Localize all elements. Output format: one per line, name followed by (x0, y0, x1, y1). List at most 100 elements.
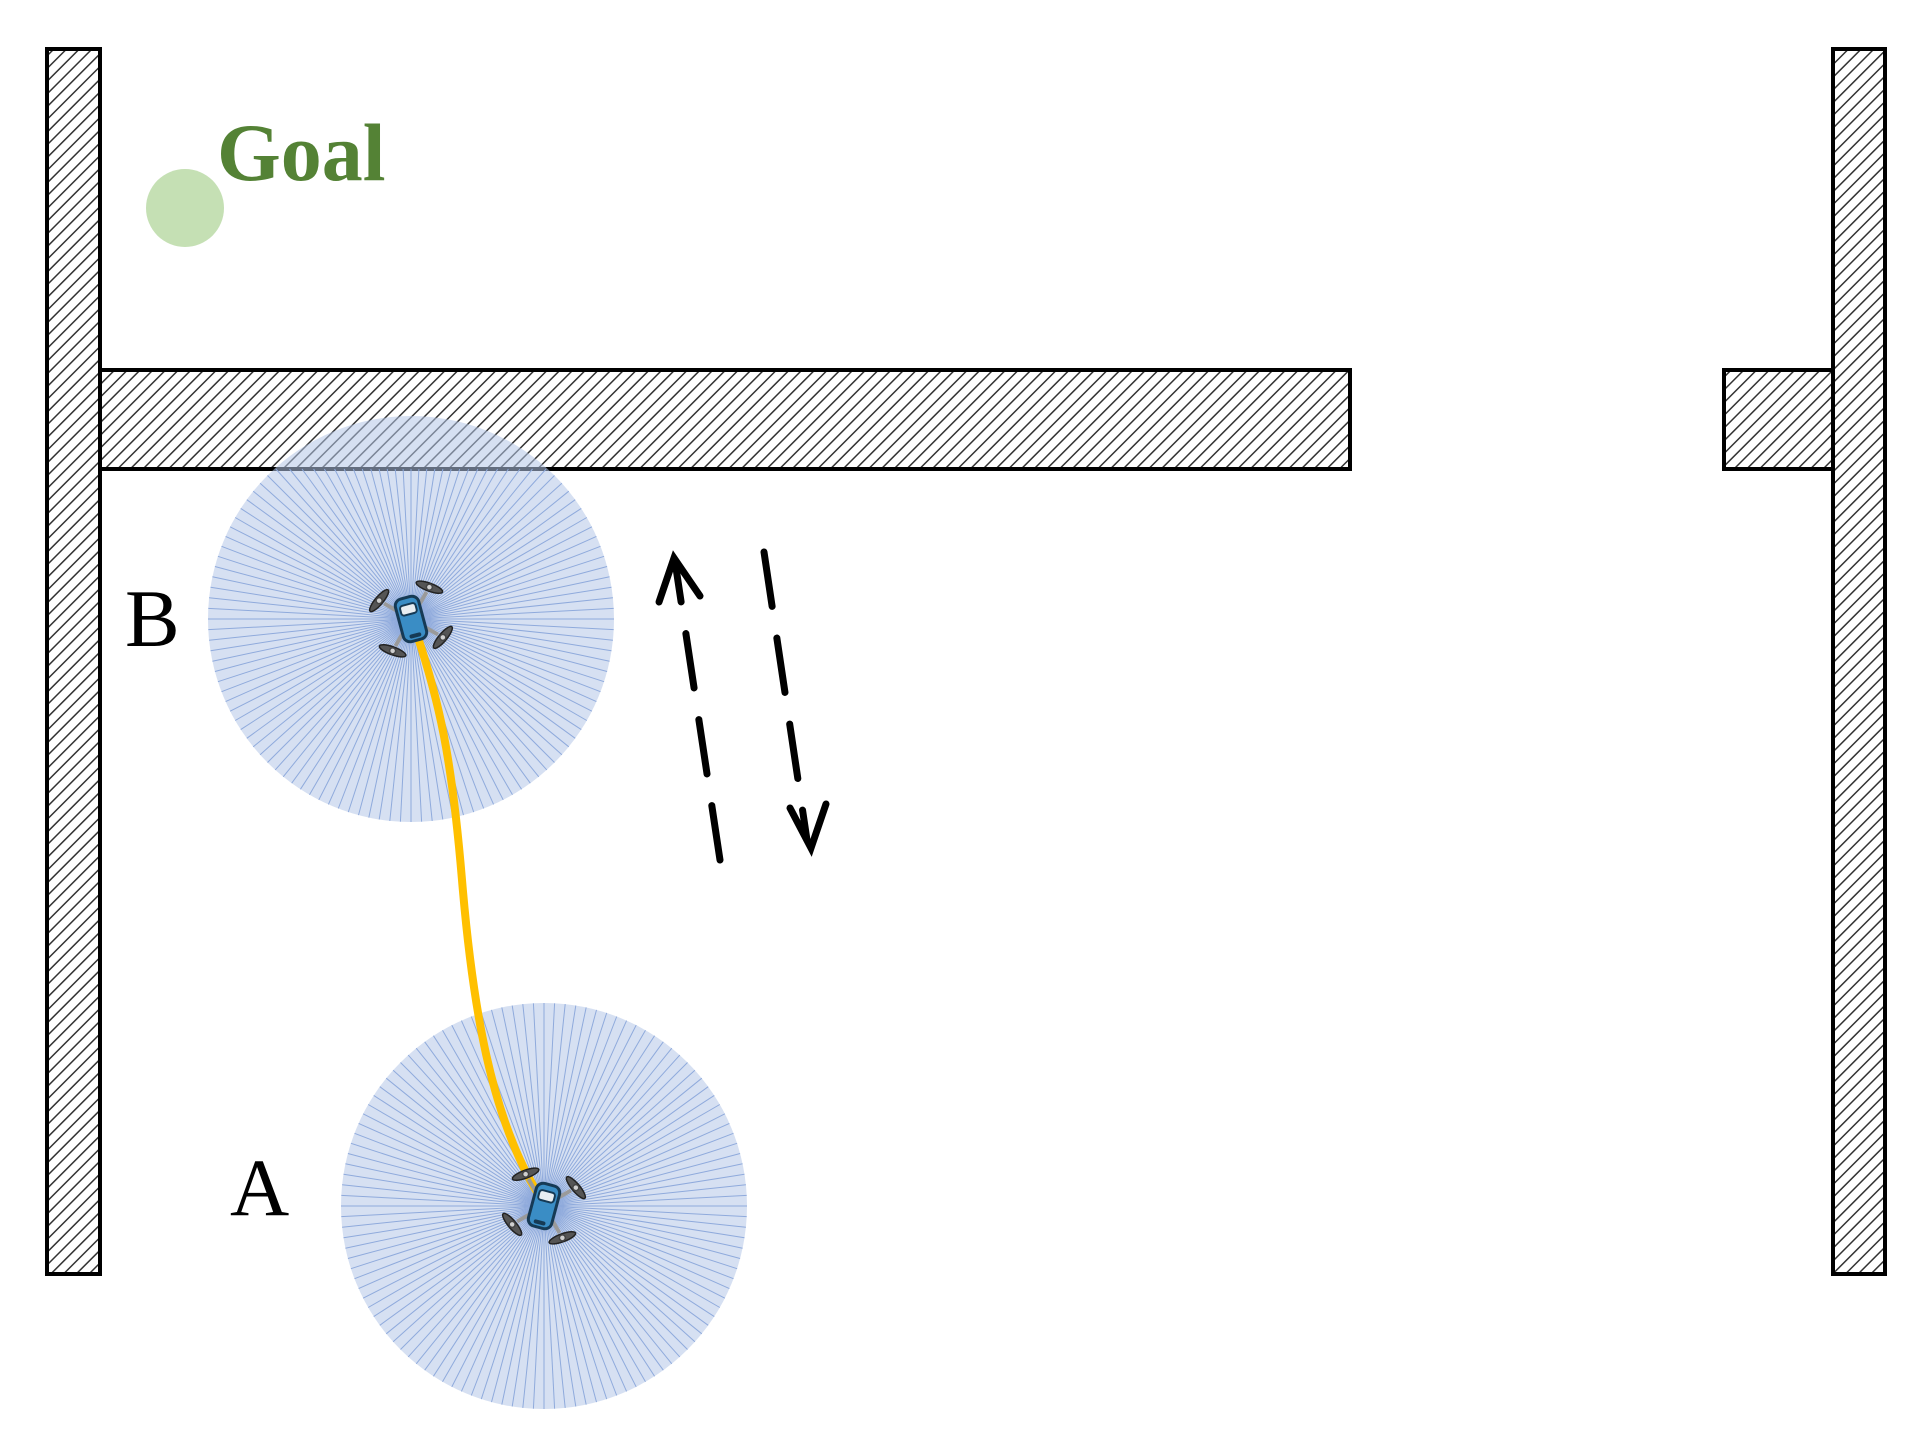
sensor-ray (341, 1205, 545, 1218)
sensor-ray (208, 607, 412, 620)
point-a-label: A (230, 1142, 289, 1233)
sensor-ray (543, 1205, 743, 1249)
sensor-ray (209, 597, 412, 620)
sensor-ray (323, 468, 412, 620)
sensor-ray (424, 1205, 545, 1371)
goal-label: Goal (217, 107, 386, 198)
sensor-ray (543, 1205, 730, 1290)
sensor-ray (210, 618, 412, 652)
sensor-ray (350, 1205, 545, 1270)
sensor-ray (410, 618, 608, 672)
sensor-ray (354, 1132, 545, 1207)
sensor-ray (407, 1054, 545, 1207)
sensor-ray (451, 1205, 545, 1388)
sensor-ray (214, 618, 412, 672)
sensor-ray (361, 468, 412, 620)
sensor-ray (210, 586, 412, 620)
sensor-ray (543, 1205, 681, 1358)
sensor-ray (532, 1205, 545, 1409)
sensor-ray (350, 1142, 545, 1207)
sensor-ray (386, 468, 412, 620)
sensor-ray (252, 618, 412, 748)
sensor-ray (212, 618, 412, 662)
sensor-ray (410, 490, 570, 620)
sensor-ray (543, 1035, 656, 1207)
sensor-ray (240, 618, 412, 731)
sensor-ray (343, 468, 412, 620)
sensor-ray (410, 468, 533, 620)
sensor-ray (410, 618, 454, 818)
sensor-ray (522, 1004, 545, 1207)
sensor-ray (334, 468, 412, 620)
sensor-ray (225, 618, 412, 703)
sensor-ray (246, 618, 412, 739)
sensor-ray (410, 618, 531, 784)
sensor-ray (217, 555, 412, 620)
sensor-ray (301, 468, 412, 620)
sensor-ray (543, 1205, 741, 1259)
sensor-ray (410, 468, 547, 620)
sensor-ray (410, 526, 593, 620)
sensor-ray (410, 468, 479, 620)
sensor-ray (410, 597, 613, 620)
sensor-ray (432, 1205, 545, 1377)
sensor-ray (460, 1205, 545, 1392)
sensor-ray (543, 1004, 566, 1207)
sensor-ray (345, 1163, 545, 1207)
wall-top-horizontal (98, 368, 1352, 471)
sensor-ray (491, 1205, 545, 1403)
sensor-ray (543, 1205, 556, 1409)
sensor-ray (313, 468, 412, 620)
sensor-ray (214, 566, 412, 620)
sensor-ray (543, 1009, 597, 1207)
sensor-ray (342, 1205, 545, 1228)
sensor-ray (410, 517, 588, 620)
sensor-ray (410, 618, 540, 778)
sensor-ray (543, 1047, 673, 1207)
sensor-ray (410, 468, 428, 620)
sensor-ray (543, 1205, 688, 1350)
sensor-ray (410, 535, 597, 620)
sensor-ray (410, 468, 452, 620)
sensor-ray (410, 607, 614, 620)
sensor-ray (522, 1205, 545, 1408)
wall-left (45, 47, 102, 1276)
point-b-label: B (125, 573, 180, 664)
sensor-ray (543, 1012, 608, 1207)
arrow-down-dashed (760, 548, 830, 857)
sensor-ray (543, 1205, 696, 1343)
sensor-ray (410, 555, 605, 620)
sensor-ray (389, 618, 412, 821)
sensor-ray (358, 1122, 545, 1207)
sensor-ray (362, 1113, 545, 1207)
wall-right-stub (1722, 368, 1835, 471)
sensor-ray (543, 1007, 587, 1207)
sensor-ray (399, 618, 412, 822)
sensor-ray (415, 1205, 545, 1365)
sensor-ray (341, 1194, 545, 1207)
sensor-ray (229, 618, 412, 712)
sensor-ray (410, 618, 614, 631)
sensor-ray (410, 618, 605, 683)
sensor-ray (234, 618, 412, 721)
sensor-ray (410, 468, 420, 620)
sensor-ray (501, 1205, 545, 1405)
sensor-ray (543, 1205, 726, 1299)
sensor-ray (543, 1205, 745, 1239)
sensor-ray (379, 1086, 545, 1207)
sensor-ray (543, 1205, 715, 1318)
sensor-ray (543, 1163, 743, 1207)
sensor-ray (410, 618, 612, 652)
sensor-ray (209, 618, 412, 641)
sensor-ray (342, 1184, 545, 1207)
sensor-ray (410, 468, 470, 620)
sensor-ray (274, 618, 412, 771)
sensor-ray (221, 618, 412, 693)
sensor-ray (442, 1205, 545, 1383)
wall-right (1831, 47, 1887, 1276)
sensor-ray (410, 545, 601, 620)
sensor-ray (410, 618, 433, 821)
sensor-ray (410, 618, 613, 641)
sensor-ray (511, 1005, 545, 1207)
sensor-ray (543, 1173, 745, 1207)
